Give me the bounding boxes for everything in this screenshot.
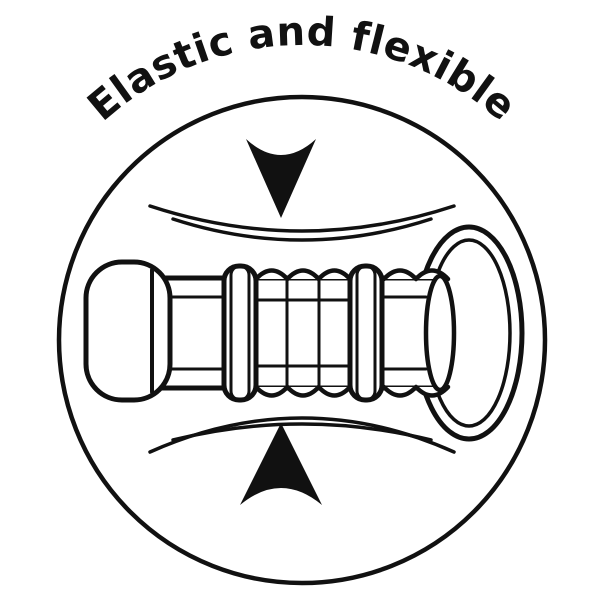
grip-middle-bumps-top [253, 268, 353, 282]
grip-ring-left-inner [229, 264, 251, 402]
grip-right-section-lines [382, 295, 428, 371]
flex-line-top-inner [171, 217, 433, 242]
grip-bump [285, 384, 321, 398]
flex-line-bottom-inner [171, 422, 433, 442]
grip-hub-ring [423, 273, 457, 393]
grip-middle-section-lines [256, 279, 350, 387]
compress-arrow-up-icon [240, 423, 322, 505]
flex-lines-bottom [148, 416, 456, 454]
grip-bump [316, 384, 353, 398]
grip-bump [381, 384, 419, 398]
grip-middle-bumps-bottom [253, 384, 353, 398]
flex-lines-top [148, 204, 456, 242]
grip-bump [381, 268, 419, 282]
compress-arrow-down-icon [246, 139, 316, 218]
grip-ring-left [221, 263, 259, 403]
grip-illustration [83, 224, 525, 442]
grip-ring-right [347, 263, 385, 403]
grip-bump [285, 268, 321, 282]
grip-bump [253, 384, 290, 398]
flex-line-top-outer [148, 204, 456, 233]
grip-bump [253, 268, 290, 282]
grip-ring-right-inner [355, 264, 377, 402]
grip-end-cap [83, 259, 173, 403]
grip-bump [316, 268, 353, 282]
grip-left-section-lines [170, 295, 224, 371]
grip-shaft [143, 275, 445, 391]
